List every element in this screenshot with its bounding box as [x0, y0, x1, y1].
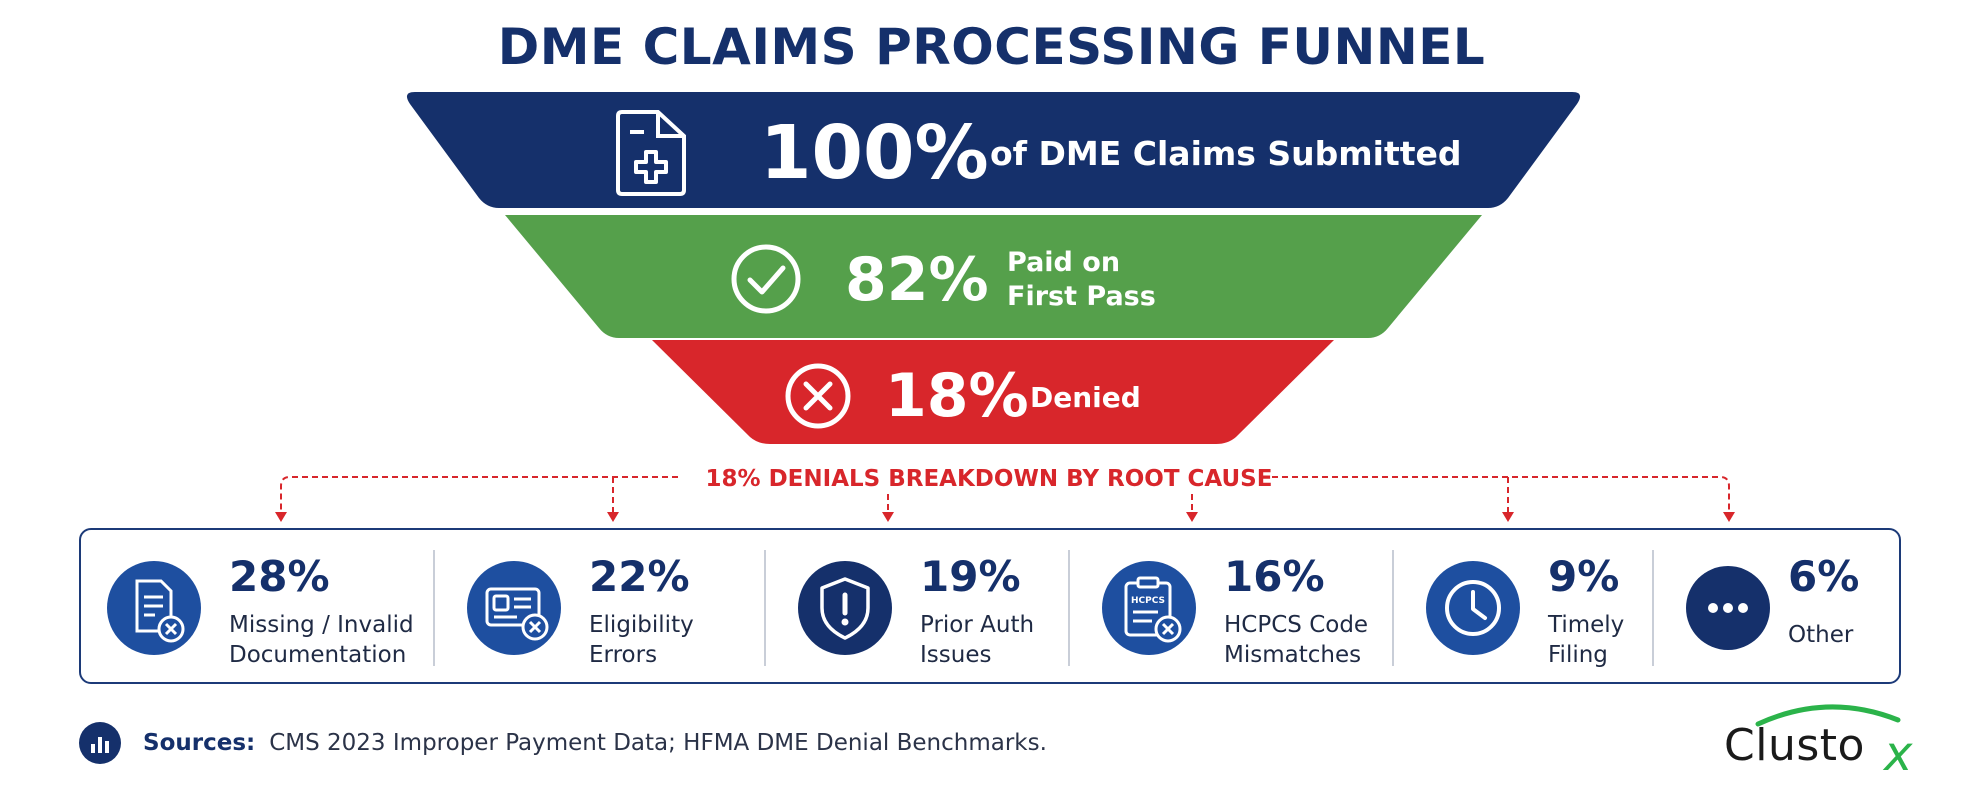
cause-label: Eligibility Errors — [589, 612, 694, 668]
cause-percent: 9% — [1548, 552, 1620, 601]
funnel-stage-paid-percent: 82% — [845, 245, 989, 315]
cause-divider — [1392, 550, 1394, 666]
check-circle-icon — [731, 244, 801, 314]
cause-percent: 6% — [1788, 552, 1860, 601]
funnel-stage-submitted-percent: 100% — [760, 110, 989, 196]
cause-label: Missing / Invalid Documentation — [229, 612, 414, 668]
cause-label: Timely Filing — [1548, 612, 1625, 668]
clipboard-error-icon: HCPCS — [1102, 561, 1196, 655]
cause-timely-filing: 9% Timely Filing — [1426, 530, 1646, 686]
funnel-stage-paid — [505, 215, 1482, 338]
cause-divider — [764, 550, 766, 666]
cause-missing-documentation: 28% Missing / Invalid Documentation — [107, 530, 427, 686]
id-card-error-icon — [467, 561, 561, 655]
page-title: DME CLAIMS PROCESSING FUNNEL — [497, 18, 1486, 76]
logo-wordmark: Clusto — [1724, 720, 1865, 771]
cause-hcpcs-mismatch: HCPCS 16% HCPCS Code Mismatches — [1102, 530, 1382, 686]
cause-label: HCPCS Code Mismatches — [1224, 612, 1369, 668]
logo-mark: x — [1882, 726, 1913, 778]
cause-label: Prior Auth Issues — [920, 612, 1035, 668]
hcpcs-icon-text: HCPCS — [1131, 596, 1165, 606]
more-dots-icon — [1686, 566, 1770, 650]
funnel-stage-paid-label-line2: First Pass — [1007, 281, 1156, 312]
x-circle-icon — [785, 363, 851, 429]
clustox-logo: x Clusto — [1718, 698, 1918, 778]
cause-eligibility-errors: 22% Eligibility Errors — [467, 530, 747, 686]
cause-percent: 19% — [920, 552, 1021, 601]
breakdown-title: 18% DENIALS BREAKDOWN BY ROOT CAUSE — [706, 466, 1273, 492]
breakdown-connector-arrows — [275, 512, 1735, 522]
funnel-stage-denied-percent: 18% — [885, 361, 1029, 431]
sources-label: Sources: — [143, 730, 256, 756]
clock-icon — [1426, 561, 1520, 655]
cause-percent: 22% — [589, 552, 690, 601]
cause-divider — [433, 550, 435, 666]
cause-prior-auth: 19% Prior Auth Issues — [798, 530, 1058, 686]
funnel-stage-denied-label: Denied — [1030, 381, 1141, 414]
cause-divider — [1068, 550, 1070, 666]
root-cause-panel: 28% Missing / Invalid Documentation 22% … — [79, 528, 1901, 684]
bar-chart-icon — [79, 722, 121, 764]
cause-other: 6% Other — [1686, 530, 1886, 686]
sources-text: CMS 2023 Improper Payment Data; HFMA DME… — [269, 730, 1047, 756]
sources-footer: Sources: CMS 2023 Improper Payment Data;… — [79, 722, 1047, 764]
shield-alert-icon — [798, 561, 892, 655]
funnel-stage-submitted — [406, 92, 1581, 208]
funnel-stage-submitted-label: of DME Claims Submitted — [990, 134, 1462, 173]
cause-label: Other — [1788, 622, 1854, 648]
document-error-icon — [107, 561, 201, 655]
medical-document-icon — [616, 110, 686, 196]
cause-percent: 16% — [1224, 552, 1325, 601]
breakdown-connector-lines — [280, 476, 1730, 512]
cause-percent: 28% — [229, 552, 330, 601]
cause-divider — [1652, 550, 1654, 666]
funnel-stage-paid-label-line1: Paid on — [1007, 247, 1120, 278]
